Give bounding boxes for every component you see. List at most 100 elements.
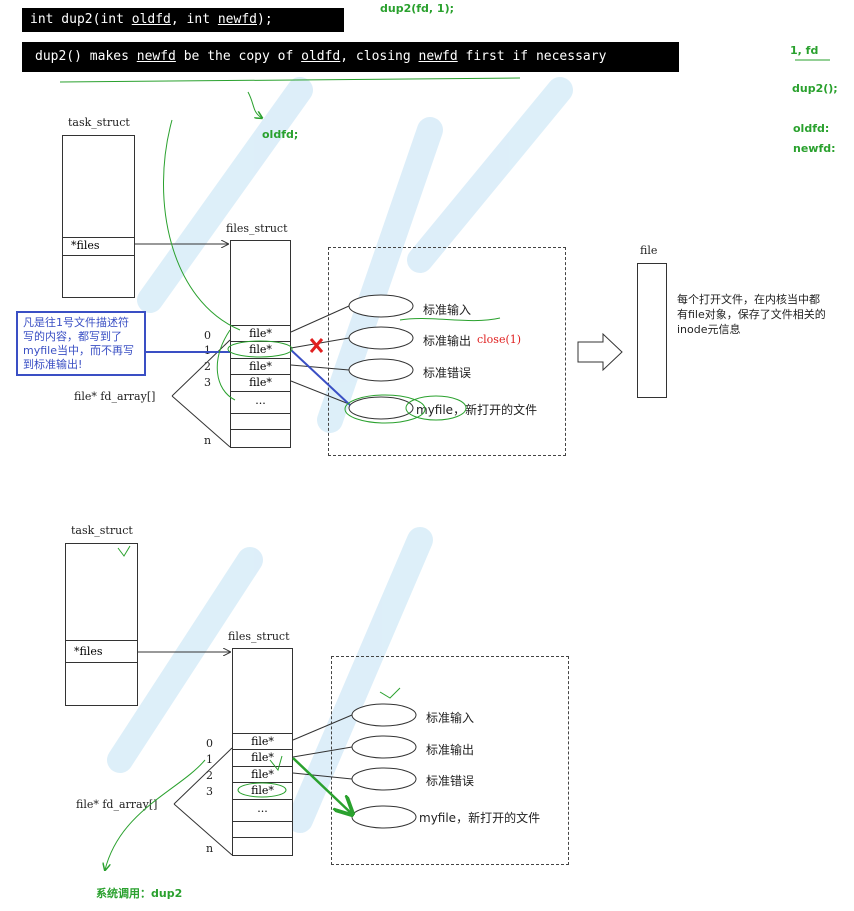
sig-part: ); <box>257 12 273 27</box>
bottom-task-struct-box: *files <box>65 543 138 706</box>
top-stream-myfile: myfile，新打开的文件 <box>416 403 538 417</box>
bottom-index-2: 2 <box>206 769 213 782</box>
top-fd-cell-0: file* <box>231 325 290 342</box>
bottom-fd-brace <box>173 747 233 856</box>
bottom-index-1: 1 <box>206 753 213 766</box>
green-check-region <box>379 687 401 699</box>
top-files-struct-label: files_struct <box>226 222 288 235</box>
bottom-ellipse-stdout <box>351 735 417 759</box>
top-index-n: n <box>204 434 212 447</box>
bottom-link-2 <box>292 772 353 780</box>
bottom-ellipse-myfile <box>351 805 417 829</box>
top-fd-array-label: file* fd_array[] <box>74 390 156 403</box>
note-bottom: 系统调用：dup2 <box>96 887 183 900</box>
bottom-link-0 <box>292 714 353 741</box>
bottom-stream-stdin: 标准输入 <box>426 711 475 725</box>
file-object-box <box>637 263 667 398</box>
top-task-struct-box: *files <box>62 135 135 298</box>
bottom-fd-cell-1: file* <box>233 749 292 766</box>
top-link-2 <box>290 364 350 371</box>
green-circle-cell1 <box>227 340 293 358</box>
desc-underline <box>59 77 521 83</box>
top-link-3 <box>290 380 350 405</box>
green-check <box>269 755 283 772</box>
bottom-index-3: 3 <box>206 785 213 798</box>
desc-newfd: newfd <box>136 49 176 64</box>
green-scribble-fd <box>216 329 236 401</box>
top-fd-cell-more: ... <box>231 391 290 414</box>
sig-part: , int <box>170 12 218 27</box>
green-curve-bottom <box>105 759 206 870</box>
bottom-green-redirect <box>292 757 352 814</box>
top-fd-brace <box>171 339 231 448</box>
bottom-files-struct-box: file* file* file* file* ... <box>232 648 293 856</box>
note-oldfd: oldfd; <box>262 128 299 141</box>
bottom-stream-myfile: myfile，新打开的文件 <box>419 811 541 825</box>
green-scribble-stdout <box>399 317 501 322</box>
note-right-3: oldfd: <box>793 122 830 135</box>
note-right-1: 1, fd <box>790 44 819 57</box>
sig-newfd: newfd <box>217 12 257 27</box>
top-ellipse-stderr <box>348 358 414 382</box>
bottom-fd-cell-last <box>233 837 292 854</box>
top-files-struct-box: file* file* file* file* ... <box>230 240 291 448</box>
note-dup2-call: dup2(fd, 1); <box>380 2 455 15</box>
green-circle-myfile <box>344 394 426 424</box>
desc-part: dup2() makes <box>35 49 137 64</box>
bottom-stream-stdout: 标准输出 <box>426 743 475 757</box>
top-ellipse-myfile <box>348 396 414 420</box>
function-signature: int dup2(int oldfd, int newfd); <box>22 8 344 32</box>
desc-newfd: newfd <box>418 49 458 64</box>
bottom-ellipse-stdin <box>351 703 417 727</box>
green-circle-myfile-label <box>405 395 467 421</box>
top-file-objects-region <box>328 247 566 456</box>
top-index-1: 1 <box>204 344 211 357</box>
desc-part: be the copy of <box>175 49 302 64</box>
blue-annotation-box: 凡是往1号文件描述符写的内容，都写到了myfile当中，而不再写到标准输出! <box>16 311 146 376</box>
bottom-file-objects-region <box>331 656 569 865</box>
note-right-4: newfd: <box>793 142 836 155</box>
note-right-2: dup2(); <box>792 82 838 95</box>
top-fd-cell-blank <box>231 413 290 430</box>
bottom-ellipse-stderr <box>351 767 417 791</box>
bottom-fd-cell-3: file* <box>233 782 292 799</box>
bottom-fd-array-label: file* fd_array[] <box>76 798 158 811</box>
bottom-files-pointer: *files <box>66 640 137 663</box>
green-curve-left <box>163 119 241 331</box>
top-link-0 <box>290 305 350 333</box>
top-index-3: 3 <box>204 376 211 389</box>
top-close-note: close(1) <box>477 333 522 346</box>
desc-part: , closing <box>340 49 419 64</box>
green-check-task <box>117 545 131 557</box>
desc-part: first if necessary <box>457 49 607 64</box>
bottom-fd-cell-more: ... <box>233 799 292 822</box>
function-description: dup2() makes newfd be the copy of oldfd,… <box>22 42 679 72</box>
top-index-2: 2 <box>204 360 211 373</box>
bottom-index-0: 0 <box>206 737 213 750</box>
top-ellipse-stdin <box>348 294 414 318</box>
top-fd-cell-2: file* <box>231 358 290 375</box>
top-stream-stderr: 标准错误 <box>423 366 472 380</box>
file-description: 每个打开文件，在内核当中都有file对象，保存了文件相关的inode元信息 <box>677 293 826 336</box>
top-stream-stdout: 标准输出 <box>423 334 472 348</box>
top-fd-cell-3: file* <box>231 374 290 391</box>
top-task-struct-label: task_struct <box>68 116 130 129</box>
desc-oldfd: oldfd <box>301 49 341 64</box>
top-stream-stdin: 标准输入 <box>423 303 472 317</box>
green-circle-cell3 <box>237 782 287 798</box>
green-curve-oldfd <box>247 91 262 118</box>
file-label: file <box>640 244 658 257</box>
bottom-files-struct-label: files_struct <box>228 630 290 643</box>
top-files-pointer: *files <box>63 237 134 256</box>
bottom-fd-cell-2: file* <box>233 766 292 783</box>
bottom-index-n: n <box>206 842 214 855</box>
sig-part: int dup2(int <box>30 12 132 27</box>
bottom-stream-stderr: 标准错误 <box>426 774 475 788</box>
close-x-icon <box>309 338 324 353</box>
bottom-link-1 <box>292 746 353 758</box>
hollow-arrow-icon <box>577 332 623 372</box>
sig-oldfd: oldfd <box>131 12 171 27</box>
top-ellipse-stdout <box>348 326 414 350</box>
